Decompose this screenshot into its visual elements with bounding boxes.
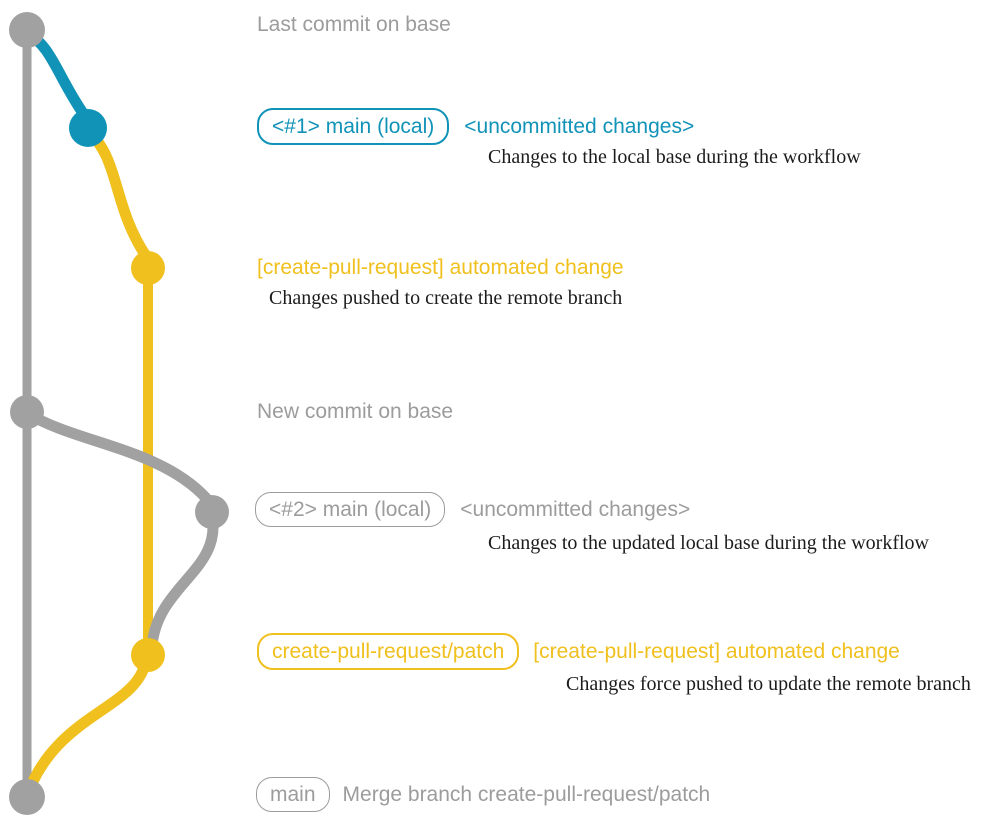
branch-curve-merge — [24, 654, 152, 794]
label-new-commit-on-base: New commit on base — [257, 400, 454, 423]
note-updated-local-base-changes: Changes to the updated local base during… — [488, 532, 929, 554]
branch-chip-main-local-1: <#1> main (local) — [257, 108, 450, 145]
commit-message-automated-1: [create-pull-request] automated change — [257, 256, 624, 279]
row-local-main-1: <#1> main (local) <uncommitted changes> — [257, 108, 694, 145]
commit-message-automated-2: [create-pull-request] automated change — [533, 639, 900, 663]
status-uncommitted-2: <uncommitted changes> — [460, 497, 691, 521]
commit-dot-remote-2 — [131, 638, 165, 672]
commit-message-merge: Merge branch create-pull-request/patch — [342, 782, 711, 806]
status-uncommitted-1: <uncommitted changes> — [464, 114, 695, 138]
row-local-main-2: <#2> main (local) <uncommitted changes> — [255, 492, 690, 527]
branch-chip-main-local-2: <#2> main (local) — [255, 492, 446, 527]
commit-dot-local-main-1 — [69, 109, 107, 147]
branch-curve-local-main-2 — [21, 407, 212, 504]
branch-chip-main: main — [256, 777, 330, 812]
note-force-pushed: Changes force pushed to update the remot… — [566, 673, 971, 695]
note-local-base-changes: Changes to the local base during the wor… — [488, 146, 861, 168]
commit-dot-last-base — [9, 12, 45, 48]
commit-dot-local-main-2 — [195, 495, 229, 529]
branch-curve-force-push — [146, 510, 219, 651]
commit-dot-remote-1 — [131, 251, 165, 285]
row-remote-branch: create-pull-request/patch [create-pull-r… — [257, 633, 900, 670]
branch-curve-remote-1 — [81, 124, 152, 262]
note-pushed-create: Changes pushed to create the remote bran… — [269, 287, 623, 309]
label-last-commit-on-base: Last commit on base — [257, 13, 451, 36]
commit-dot-merge — [9, 779, 45, 815]
row-merge: main Merge branch create-pull-request/pa… — [256, 777, 710, 812]
commit-dot-new-base — [10, 395, 44, 429]
branch-chip-create-pull-request-patch: create-pull-request/patch — [257, 633, 520, 670]
